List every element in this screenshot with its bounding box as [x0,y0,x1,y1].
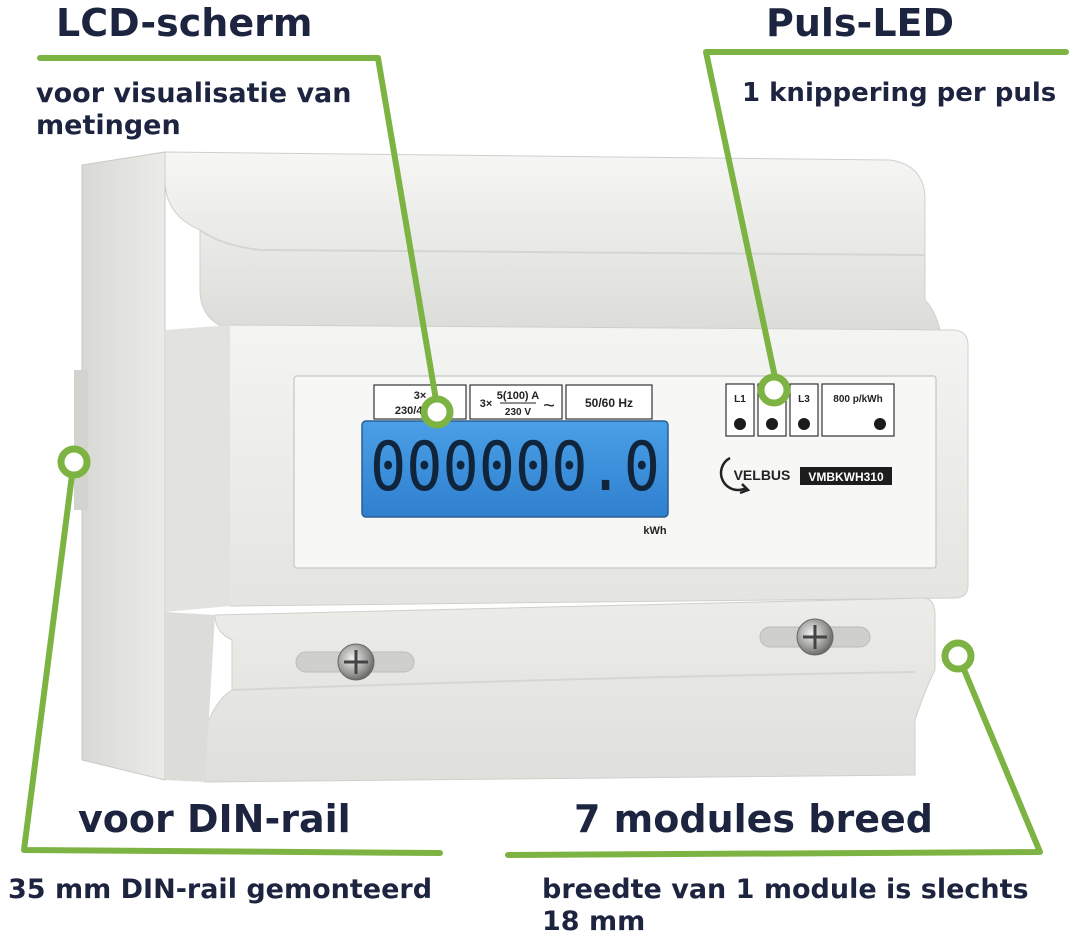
phase-label-l3: L3 [798,394,810,405]
din-callout-marker [57,445,91,479]
led-pulse [874,418,886,430]
model-name: VMBKWH310 [808,470,884,484]
led-l2 [766,418,778,430]
led-l3 [798,418,810,430]
velbus-logo: VELBUS [719,456,791,495]
spec-current-top: 5(100) A [497,390,539,402]
modules-callout-title: 7 modules breed [574,797,933,841]
led-callout-description: 1 knippering per puls [742,78,1057,108]
lcd-callout-line [37,55,439,403]
led-callout-marker [757,373,791,407]
terminal-cover [204,597,936,783]
modules-callout-description: breedte van 1 module is slechts 18 mm [542,874,1029,938]
spec-current-bottom: 230 V [505,407,531,418]
housing-side [81,151,166,781]
spec-current-symbol: ~ [543,395,555,417]
lcd-callout-description-line2: metingen [36,109,181,141]
din-callout-description: 35 mm DIN-rail gemonteerd [8,874,433,905]
spec-current-prefix: 3× [480,398,493,410]
lcd-callout-description: voor visualisatie van metingen [36,78,352,142]
terminal-screw-right [796,618,834,656]
terminal-screw-left [337,643,375,681]
modules-callout-description-line1: breedte van 1 module is slechts [542,874,1029,905]
led-l1 [734,418,746,430]
lcd-display [361,420,669,518]
model-badge [800,467,892,485]
modules-callout-marker [941,639,975,673]
phase-label-l1: L1 [734,394,746,405]
modules-callout-line [505,657,1043,858]
led-callout-title: Puls-LED [766,1,955,45]
din-callout-line [21,472,443,856]
spec-frequency: 50/60 Hz [585,396,633,410]
lcd-callout-marker [420,395,454,429]
spec-voltage-top: 3× [414,390,427,402]
din-callout-title: voor DIN-rail [78,797,351,841]
lcd-callout-title: LCD-scherm [56,1,313,45]
din-rail-clip [74,370,88,510]
led-callout-line [703,49,1069,385]
housing-top-hood [164,151,941,331]
lcd-reading: 000000.0 [370,428,660,507]
modules-callout-description-line2: 18 mm [542,905,646,937]
lcd-callout-description-line1: voor visualisatie van [36,78,352,109]
lcd-unit: kWh [643,525,667,537]
pulse-rate-label: 800 p/kWh [833,394,882,405]
brand-name: VELBUS [734,467,791,483]
